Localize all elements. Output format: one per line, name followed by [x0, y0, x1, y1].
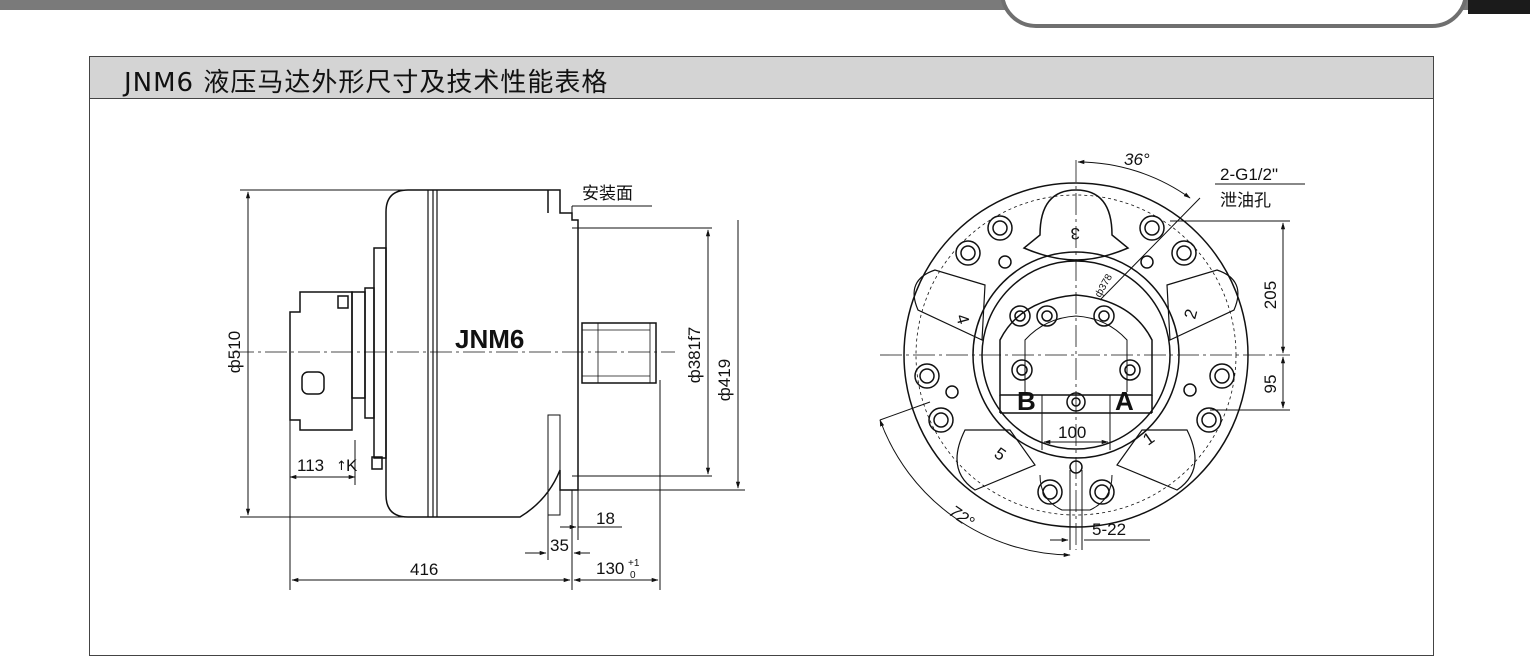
- dim-phi510-lines: [240, 189, 405, 518]
- dim-113-lines: [289, 420, 356, 590]
- small-hole-icon: [1140, 255, 1154, 269]
- drain-plug: [371, 456, 383, 470]
- top-bar: [0, 0, 1530, 10]
- dim-5-22: 5-22: [1092, 520, 1126, 539]
- port-hole-icon: [1036, 305, 1058, 327]
- lobe-number: 5: [991, 444, 1010, 465]
- lobe-number: 1: [1139, 428, 1158, 449]
- small-hole-icon: [1183, 383, 1197, 397]
- lobe-4: [913, 269, 986, 341]
- end-cap: [289, 291, 353, 431]
- lobe-2: [1166, 269, 1239, 341]
- dim-phi381: ф381f7: [685, 327, 704, 384]
- small-hole-icon: [998, 255, 1012, 269]
- dim-18: 18: [596, 509, 615, 528]
- side-view: [232, 189, 712, 518]
- front-inner-ring: [972, 251, 1180, 459]
- output-shaft: [581, 322, 657, 384]
- bolt-hole-icon: [1089, 479, 1115, 505]
- housing-outline: [385, 189, 579, 518]
- dim-205-95-lines: [1170, 220, 1290, 411]
- lobe-number: 3: [1071, 224, 1080, 243]
- bolt-hole-icon: [955, 240, 981, 266]
- dim-95: 95: [1261, 375, 1280, 394]
- model-label: JNM6: [455, 324, 524, 354]
- dim-416-lines: [291, 490, 573, 590]
- header-tab-dark: [1468, 0, 1530, 14]
- cap-lug: [301, 371, 325, 395]
- dim-100-lines: [1041, 395, 1111, 450]
- dim-5-22-lines: [1050, 470, 1150, 550]
- port-A: A: [1115, 386, 1134, 416]
- dim-113: 113: [297, 456, 324, 475]
- cap-plug: [337, 295, 349, 309]
- bolt-hole-icon: [1196, 407, 1222, 433]
- housing-step-1: [373, 247, 387, 459]
- angle-arcs: [879, 159, 1305, 558]
- lobe-number: 4: [952, 312, 973, 326]
- dim-K: K: [346, 456, 358, 475]
- port-hole-icon: [1011, 359, 1033, 381]
- dim-phi378: ф378: [1092, 272, 1115, 300]
- front-view: [880, 160, 1290, 550]
- port-B: B: [1017, 386, 1036, 416]
- dim-205: 205: [1261, 281, 1280, 309]
- small-hole-icon: [945, 385, 959, 399]
- mount-face-label: 安装面: [582, 184, 633, 203]
- dim-phi419: ф419: [715, 359, 734, 401]
- port-hole-icon: [1093, 305, 1115, 327]
- dim-416: 416: [410, 560, 438, 579]
- bolt-hole-icon: [1171, 240, 1197, 266]
- angle-72: 72°: [946, 502, 978, 532]
- dim-35: 35: [550, 536, 569, 555]
- svg-text:↑: ↑: [336, 459, 347, 474]
- bolt-hole-icon: [928, 407, 954, 433]
- page-title: JNM6 液压马达外形尺寸及技术性能表格: [124, 68, 609, 98]
- bolt-hole-icon: [914, 363, 940, 389]
- bolt-hole-icon: [1209, 363, 1235, 389]
- technical-drawing: JNM6 安装面 ф510 ф381f7 ф419 113 K ↑ 416: [225, 150, 1305, 590]
- front-outer-flange: [903, 182, 1249, 528]
- port-hole-icon: [1066, 392, 1086, 412]
- angle-36: 36°: [1124, 150, 1150, 169]
- dim-130-tol-upper: +1: [628, 558, 640, 569]
- dim-phi510: ф510: [225, 331, 244, 373]
- dim-130: 130: [596, 559, 624, 578]
- bolt-holes: [914, 215, 1235, 505]
- lobe-number: 2: [1181, 307, 1202, 321]
- drain-label-2: 泄油孔: [1220, 191, 1271, 210]
- dim-35-lines: [525, 380, 661, 590]
- dim-100: 100: [1058, 423, 1086, 442]
- dim-phi381-lines: [578, 220, 745, 491]
- bolt-hole-icon: [1037, 479, 1063, 505]
- drain-label-1: 2-G1/2": [1220, 165, 1278, 184]
- port-hole-icon: [1009, 305, 1031, 327]
- bolt-hole-icon: [1139, 215, 1165, 241]
- lobe-3: [1022, 189, 1130, 261]
- drawing-frame: JNM6 液压马达外形尺寸及技术性能表格: [89, 56, 1434, 656]
- bolt-hole-icon: [987, 215, 1013, 241]
- port-hole-icon: [1119, 359, 1141, 381]
- header-tab-shape: [1000, 0, 1468, 28]
- lobe-1: [1116, 429, 1196, 491]
- dim-130-tol-lower: 0: [630, 570, 636, 581]
- housing-step-2: [364, 287, 375, 419]
- title-bar: JNM6 液压马达外形尺寸及技术性能表格: [90, 57, 1433, 99]
